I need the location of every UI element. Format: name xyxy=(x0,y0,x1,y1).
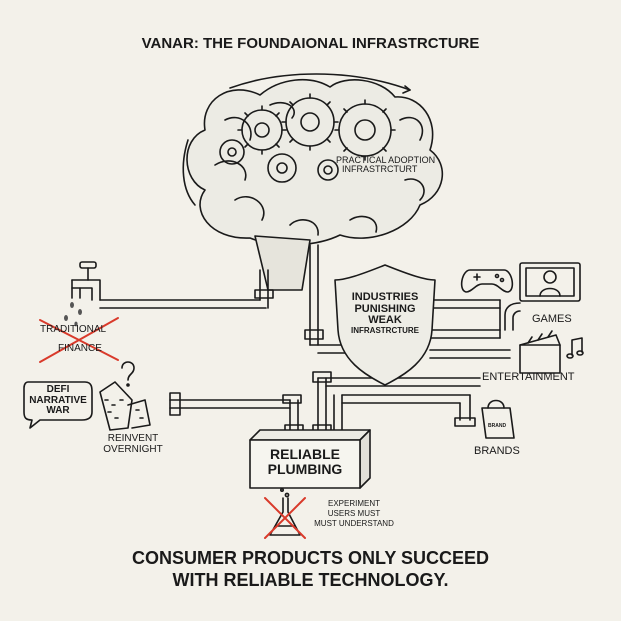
footer-line-1: CONSUMER PRODUCTS ONLY SUCCEED xyxy=(131,548,490,568)
shield-label-line-3: WEAK xyxy=(368,314,402,327)
experiment-label: EXPERIMENT USERS MUST MUST UNDERSTAND xyxy=(304,499,404,529)
games-label: GAMES xyxy=(532,313,572,325)
shield-label-line-2: PUNISHING xyxy=(354,302,416,315)
shield-label-line-4: INFRASTRCTURE xyxy=(351,325,419,335)
defi-line-2: NARRATIVE xyxy=(29,394,87,406)
buildings-icon xyxy=(99,381,151,431)
traditional-finance-line-2: FINANCE xyxy=(58,342,102,354)
reinvent-line-1: REINVENT xyxy=(107,433,159,444)
defi-bubble-label: DEFI NARRATIVE WAR xyxy=(24,384,92,417)
shield-label: INDUSTRIES PUNISHING WEAK INFRASTRCTURE xyxy=(339,291,431,335)
music-note-icon xyxy=(566,337,584,359)
defi-line-1: DEFI xyxy=(46,384,70,395)
brain-label-line-2: INFRASTRCTURT xyxy=(342,164,418,175)
brain-label-line-1: PRACTICAL ADOPTION xyxy=(336,155,436,165)
brain-icon xyxy=(182,73,444,291)
gaming-pipe-elbow xyxy=(504,302,521,331)
faucet-icon xyxy=(71,261,101,301)
game-controller-icon xyxy=(460,269,514,293)
entertainment-label: ENTERTAINMENT xyxy=(482,371,575,383)
experiment-line-2: USERS MUST xyxy=(327,509,381,518)
plumbing-line-2: PLUMBING xyxy=(267,460,343,477)
experiment-line-1: EXPERIMENT xyxy=(327,499,380,508)
footer-line-2: WITH RELIABLE TECHNOLOGY. xyxy=(172,569,449,590)
plumbing-line-1: RELIABLE xyxy=(270,446,340,462)
flask-icon xyxy=(269,487,301,536)
traditional-finance-line-1: TRADITIONAL xyxy=(40,324,107,335)
question-mark-icon xyxy=(121,361,135,387)
brain-label: PRACTICAL ADOPTION INFRASTRCTURT xyxy=(336,155,436,175)
brands-label: BRANDS xyxy=(474,445,520,457)
traditional-finance-label: TRADITIONAL FINANCE xyxy=(40,324,107,354)
gear-icon xyxy=(219,93,396,183)
page-title: VANAR: THE FOUNDAIONAL INFRASTRCTURE xyxy=(141,35,480,52)
reinvent-label: REINVENT OVERNIGHT xyxy=(88,433,178,455)
shopping-bag-icon xyxy=(481,399,515,439)
shield-label-line-1: INDUSTRIES xyxy=(351,291,419,303)
monitor-icon xyxy=(519,262,581,302)
red-cross-experiment xyxy=(264,497,306,539)
defi-line-3: WAR xyxy=(46,405,70,416)
reinvent-line-2: OVERNIGHT xyxy=(103,443,163,455)
plumbing-box-label: RELIABLE PLUMBING xyxy=(250,447,360,476)
plumbing-box-shape xyxy=(249,429,371,489)
experiment-line-3: MUST UNDERSTAND xyxy=(314,519,394,528)
bag-logo-text: BRAND xyxy=(488,423,507,429)
shield-icon xyxy=(334,264,436,386)
clapperboard-icon xyxy=(519,330,561,374)
footer-tagline: CONSUMER PRODUCTS ONLY SUCCEED WITH RELI… xyxy=(0,548,621,591)
speech-bubble xyxy=(23,381,93,429)
red-cross-finance xyxy=(39,317,119,363)
water-drops xyxy=(64,302,82,327)
